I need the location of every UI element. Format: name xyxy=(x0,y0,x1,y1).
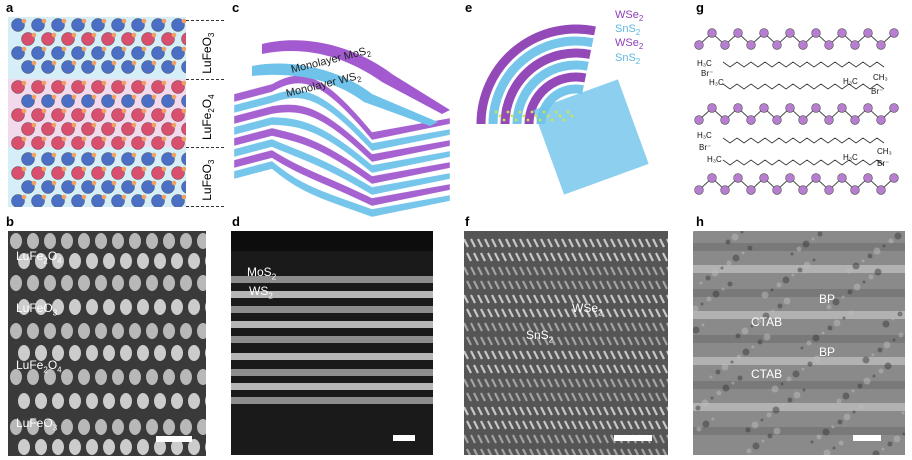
svg-text:H₃C: H₃C xyxy=(843,153,858,162)
tem-image-h: BP CTAB BP CTAB xyxy=(693,231,905,455)
scroll-heterostructure-diagram xyxy=(466,12,680,212)
label-sns2: SnS2 xyxy=(526,328,554,345)
label-bp-1: BP xyxy=(819,292,836,306)
label-lufeo3-2: LuFeO3 xyxy=(16,416,58,433)
panel-label-e: e xyxy=(465,0,473,15)
legend-e: WSe2 SnS2 WSe2 SnS2 xyxy=(615,9,644,66)
panel-label-b: b xyxy=(6,214,14,229)
haadf-image-d: MoS2 WS2 xyxy=(231,231,433,455)
svg-text:H₃C: H₃C xyxy=(707,155,722,164)
scale-bar-d xyxy=(393,435,415,441)
panel-label-c: c xyxy=(232,0,240,15)
scale-bar xyxy=(156,436,192,442)
panel-label-g: g xyxy=(696,0,704,15)
label-bp-2: BP xyxy=(819,345,836,359)
label-wse2: WSe2 xyxy=(572,301,603,318)
layer-label-lufeo3-top: LuFeO3 xyxy=(199,32,217,74)
svg-text:Br⁻: Br⁻ xyxy=(877,159,889,168)
label-lufeo3-1: LuFeO3 xyxy=(16,301,58,318)
atomic-lattice-image xyxy=(10,233,206,455)
svg-text:H₃C: H₃C xyxy=(709,78,724,87)
svg-text:H₃C: H₃C xyxy=(697,59,712,68)
svg-text:CH₃: CH₃ xyxy=(877,147,892,156)
label-lufe2o4-1: LuFe2O4 xyxy=(16,249,62,266)
svg-text:Br⁻: Br⁻ xyxy=(701,69,713,78)
svg-text:CH₃: CH₃ xyxy=(873,73,888,82)
stacked-layers-diagram: Monolayer MoS2 Monolayer WS2 xyxy=(232,14,452,219)
label-ctab-1: CTAB xyxy=(751,315,783,329)
svg-text:H₃C: H₃C xyxy=(697,131,712,140)
layer-dividers xyxy=(186,17,226,207)
scale-bar-h xyxy=(853,435,881,441)
label-mos2: MoS2 xyxy=(247,265,277,282)
panel-label-h: h xyxy=(696,214,704,229)
layer-label-lufe2o4: LuFe2O4 xyxy=(199,94,217,141)
label-ctab-2: CTAB xyxy=(751,367,783,381)
panel-label-d: d xyxy=(232,214,240,229)
svg-text:Br⁻: Br⁻ xyxy=(699,143,711,152)
crystal-structure-panel xyxy=(8,17,186,207)
svg-text:Br⁻: Br⁻ xyxy=(871,87,883,96)
panel-label-a: a xyxy=(6,0,14,15)
haadf-image-b: LuFe2O4 LuFeO3 LuFe2O4 LuFeO3 xyxy=(8,231,206,456)
crystal-structure-diagram xyxy=(8,17,186,207)
label-ws2: WS2 xyxy=(249,284,273,301)
svg-text:H₃C: H₃C xyxy=(843,77,858,86)
scale-bar-f xyxy=(614,435,652,441)
haadf-image-f: WSe2 SnS2 xyxy=(464,231,668,455)
panel-label-f: f xyxy=(465,214,470,229)
label-lufe2o4-2: LuFe2O4 xyxy=(16,358,62,375)
layer-label-lufeo3-bottom: LuFeO3 xyxy=(199,159,217,201)
